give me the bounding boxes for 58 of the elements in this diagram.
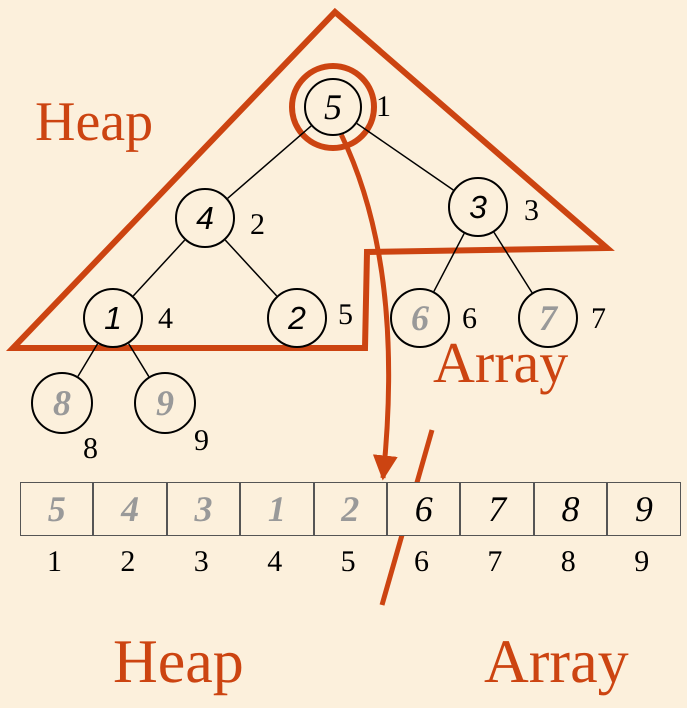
array-cell <box>607 482 681 536</box>
index-number: 7 <box>487 547 502 577</box>
tree-edge <box>224 240 278 296</box>
node-value: 1 <box>104 300 122 336</box>
node-value: 6 <box>411 297 429 339</box>
node-value: 8 <box>53 382 71 424</box>
array-cell <box>240 482 314 536</box>
index-number: 3 <box>194 547 209 577</box>
node-value: 1 <box>268 488 286 530</box>
tree-edge <box>433 233 465 292</box>
array-cell <box>534 482 608 536</box>
tree-node-circle <box>175 188 235 248</box>
array-cell <box>20 482 94 536</box>
array-cell <box>314 482 387 536</box>
node-value: 5 <box>48 488 66 530</box>
index-number: 5 <box>340 547 356 577</box>
node-value: 4 <box>196 200 214 236</box>
node-value: 8 <box>561 488 580 530</box>
tree-node-circle <box>83 288 143 348</box>
array-cell <box>93 482 167 536</box>
tree-edge <box>493 232 533 294</box>
index-number: 8 <box>83 434 98 464</box>
index-number: 6 <box>414 547 429 577</box>
index-number: 9 <box>194 426 209 456</box>
tree-edge <box>227 125 312 199</box>
node-value: 4 <box>121 488 140 530</box>
tree-edge <box>128 343 150 377</box>
index-number: 1 <box>47 547 62 577</box>
array-cell <box>460 482 534 536</box>
node-value: 3 <box>469 188 487 226</box>
index-number: 7 <box>591 304 606 334</box>
node-value: 6 <box>414 488 433 530</box>
tree-edge <box>77 343 98 377</box>
tree-edge <box>356 122 454 191</box>
node-value: 5 <box>324 86 342 128</box>
node-value: 9 <box>634 488 653 530</box>
node-value: 2 <box>288 300 306 336</box>
arrow <box>339 134 398 480</box>
node-value: 2 <box>341 488 360 530</box>
index-number: 6 <box>462 304 477 334</box>
region-label: Heap <box>35 92 154 152</box>
index-number: 4 <box>267 547 282 577</box>
index-number: 2 <box>250 210 265 240</box>
index-number: 3 <box>524 196 539 226</box>
index-number: 8 <box>560 547 576 577</box>
array-cell <box>166 482 240 536</box>
index-number: 5 <box>338 300 353 330</box>
node-value: 9 <box>156 382 174 424</box>
tree-edge <box>132 240 186 296</box>
index-number: 1 <box>376 92 391 122</box>
node-value: 3 <box>194 488 212 530</box>
tree-node-circle <box>267 288 327 348</box>
tree-node-circle <box>304 78 362 136</box>
array-cell <box>387 482 460 536</box>
index-number: 2 <box>120 547 136 577</box>
index-number: 9 <box>634 547 650 577</box>
node-value: 7 <box>488 488 506 530</box>
index-number: 4 <box>158 304 173 334</box>
